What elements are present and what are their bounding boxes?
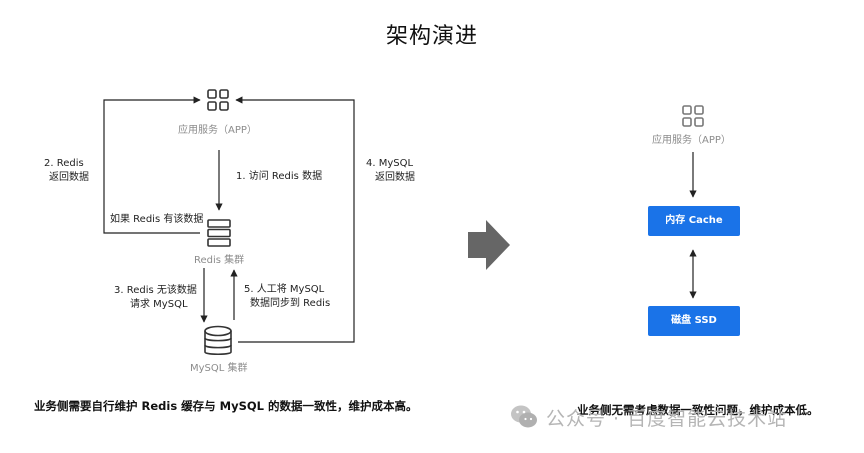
right-app-grid-icon bbox=[682, 105, 704, 127]
transition-arrow-icon bbox=[468, 220, 510, 270]
redis-return-loop-line bbox=[103, 96, 201, 234]
step5-label-line2: 数据同步到 Redis bbox=[250, 298, 331, 309]
wechat-logo-icon bbox=[511, 405, 537, 428]
redis-cluster-label: Redis 集群 bbox=[194, 255, 245, 266]
step2-label-line1: 2. Redis bbox=[44, 158, 84, 169]
step2-label-line2: 返回数据 bbox=[49, 172, 89, 183]
mysql-return-loop-line bbox=[235, 96, 355, 343]
right-caption: 业务侧无需考虑数据一致性问题，维护成本低。 bbox=[577, 403, 819, 417]
step3-label-line2: 请求 MySQL bbox=[130, 299, 188, 310]
page-title: 架构演进 bbox=[385, 24, 478, 49]
if-redis-has-label: 如果 Redis 有该数据 bbox=[110, 214, 204, 225]
disk-ssd-box: 磁盘 SSD bbox=[648, 306, 740, 336]
left-caption: 业务侧需要自行维护 Redis 缓存与 MySQL 的数据一致性，维护成本高。 bbox=[34, 399, 418, 413]
step4-label-line1: 4. MySQL bbox=[366, 158, 414, 169]
mysql-database-icon bbox=[204, 325, 232, 356]
watermark-text: 公众号 · 百度智能云技术站 bbox=[546, 408, 788, 430]
step1-label: 1. 访问 Redis 数据 bbox=[236, 171, 323, 182]
app-grid-icon bbox=[207, 89, 229, 111]
left-app-label: 应用服务（APP） bbox=[178, 125, 257, 136]
step4-label-line2: 返回数据 bbox=[375, 172, 415, 183]
right-app-label: 应用服务（APP） bbox=[652, 135, 731, 146]
step3-label-line1: 3. Redis 无该数据 bbox=[114, 285, 197, 296]
mysql-cluster-label: MySQL 集群 bbox=[190, 363, 248, 374]
memory-cache-box: 内存 Cache bbox=[648, 206, 740, 236]
step5-label-line1: 5. 人工将 MySQL bbox=[244, 284, 325, 295]
redis-server-icon bbox=[207, 219, 231, 247]
